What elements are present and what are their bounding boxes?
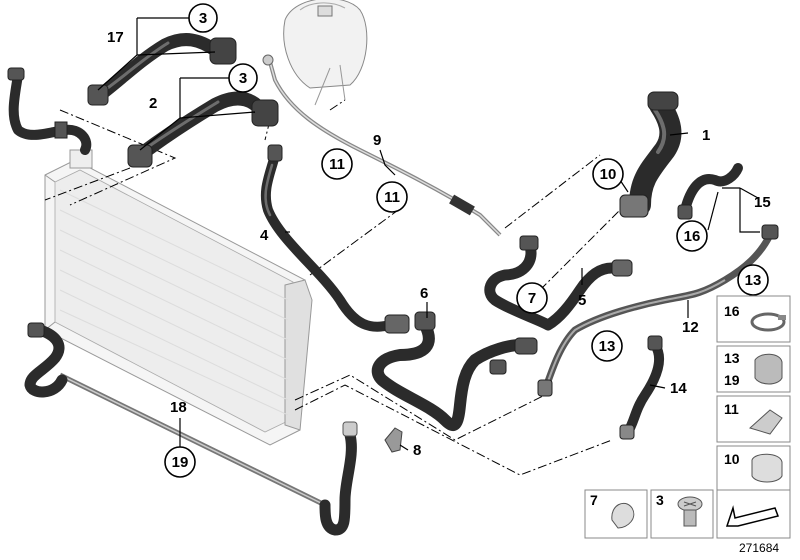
legend-plug-3: 3	[650, 489, 714, 539]
circled-labels: 3 3 11 11 10 16 13 7	[164, 3, 769, 478]
svg-text:3: 3	[199, 10, 207, 27]
circle-label-11-mid: 11	[376, 181, 408, 213]
connection-lines	[44, 99, 621, 476]
legend-clip-11: 11	[716, 395, 791, 443]
hose-upper-left	[7, 67, 92, 155]
svg-text:11: 11	[329, 156, 345, 173]
expansion-tank	[283, 0, 368, 106]
label-1: 1	[702, 127, 710, 144]
circle-label-3-top: 3	[188, 3, 218, 33]
hose-14	[619, 335, 665, 440]
legend-clip-13-19: 13 19	[716, 345, 791, 393]
label-6: 6	[420, 285, 428, 302]
svg-text:16: 16	[684, 228, 701, 245]
svg-text:13: 13	[745, 272, 762, 289]
hose-15	[677, 163, 743, 220]
svg-text:3: 3	[239, 70, 247, 87]
svg-text:3: 3	[656, 492, 664, 508]
circle-label-13-right: 13	[737, 264, 769, 296]
arrow-icon	[725, 505, 779, 527]
legend-clip-10: 10	[716, 445, 791, 493]
svg-text:19: 19	[724, 372, 740, 388]
label-12: 12	[682, 319, 699, 336]
hose-5	[484, 235, 633, 331]
svg-text:16: 16	[724, 303, 740, 319]
svg-text:13: 13	[724, 350, 740, 366]
label-14: 14	[670, 380, 687, 397]
hose-1	[619, 91, 682, 218]
part-labels: 17 2 9 1 15 4 5 6 12 14 8 18	[107, 29, 771, 459]
hose-18	[24, 322, 358, 536]
holder-clip-icon	[749, 409, 783, 435]
label-2: 2	[149, 95, 157, 112]
svg-text:10: 10	[600, 166, 617, 183]
legend-clip-7: 7	[584, 489, 648, 539]
radiator	[44, 149, 313, 446]
svg-text:7: 7	[590, 492, 598, 508]
svg-text:19: 19	[172, 454, 189, 471]
svg-text:7: 7	[528, 290, 536, 307]
bracket-8	[384, 427, 403, 453]
label-4: 4	[260, 227, 269, 244]
legend-panel: 16 13 19 11 10 7 3	[584, 295, 791, 539]
svg-text:11: 11	[724, 401, 739, 417]
label-5: 5	[578, 292, 586, 309]
circle-label-11-top: 11	[321, 148, 353, 180]
hose-6	[371, 311, 538, 431]
spring-clip-icon	[611, 502, 635, 529]
legend-arrow	[716, 489, 791, 539]
svg-text:10: 10	[724, 451, 740, 467]
label-17: 17	[107, 29, 124, 46]
circle-label-3-mid: 3	[228, 63, 258, 93]
label-8: 8	[413, 442, 421, 459]
hose-clamp-icon	[750, 312, 786, 332]
hose-2	[127, 91, 279, 168]
pipe-9	[262, 54, 502, 237]
hose-4	[260, 144, 410, 334]
circle-label-7: 7	[516, 282, 548, 314]
sleeve-clip-icon	[754, 353, 783, 385]
svg-text:11: 11	[384, 189, 400, 206]
reference-number: 271684	[739, 541, 779, 555]
hose-17	[87, 33, 237, 106]
legend-clip-16: 16	[716, 295, 791, 343]
circle-label-13-mid: 13	[591, 330, 623, 362]
svg-text:13: 13	[599, 338, 616, 355]
circle-label-19: 19	[164, 446, 196, 478]
circle-label-10: 10	[592, 158, 624, 190]
label-9: 9	[373, 132, 381, 149]
leader-lines	[97, 17, 760, 451]
circle-label-16: 16	[676, 220, 708, 252]
label-15: 15	[754, 194, 771, 211]
label-18: 18	[170, 399, 187, 416]
band-clamp-icon	[751, 453, 783, 483]
hose-12	[537, 224, 779, 397]
